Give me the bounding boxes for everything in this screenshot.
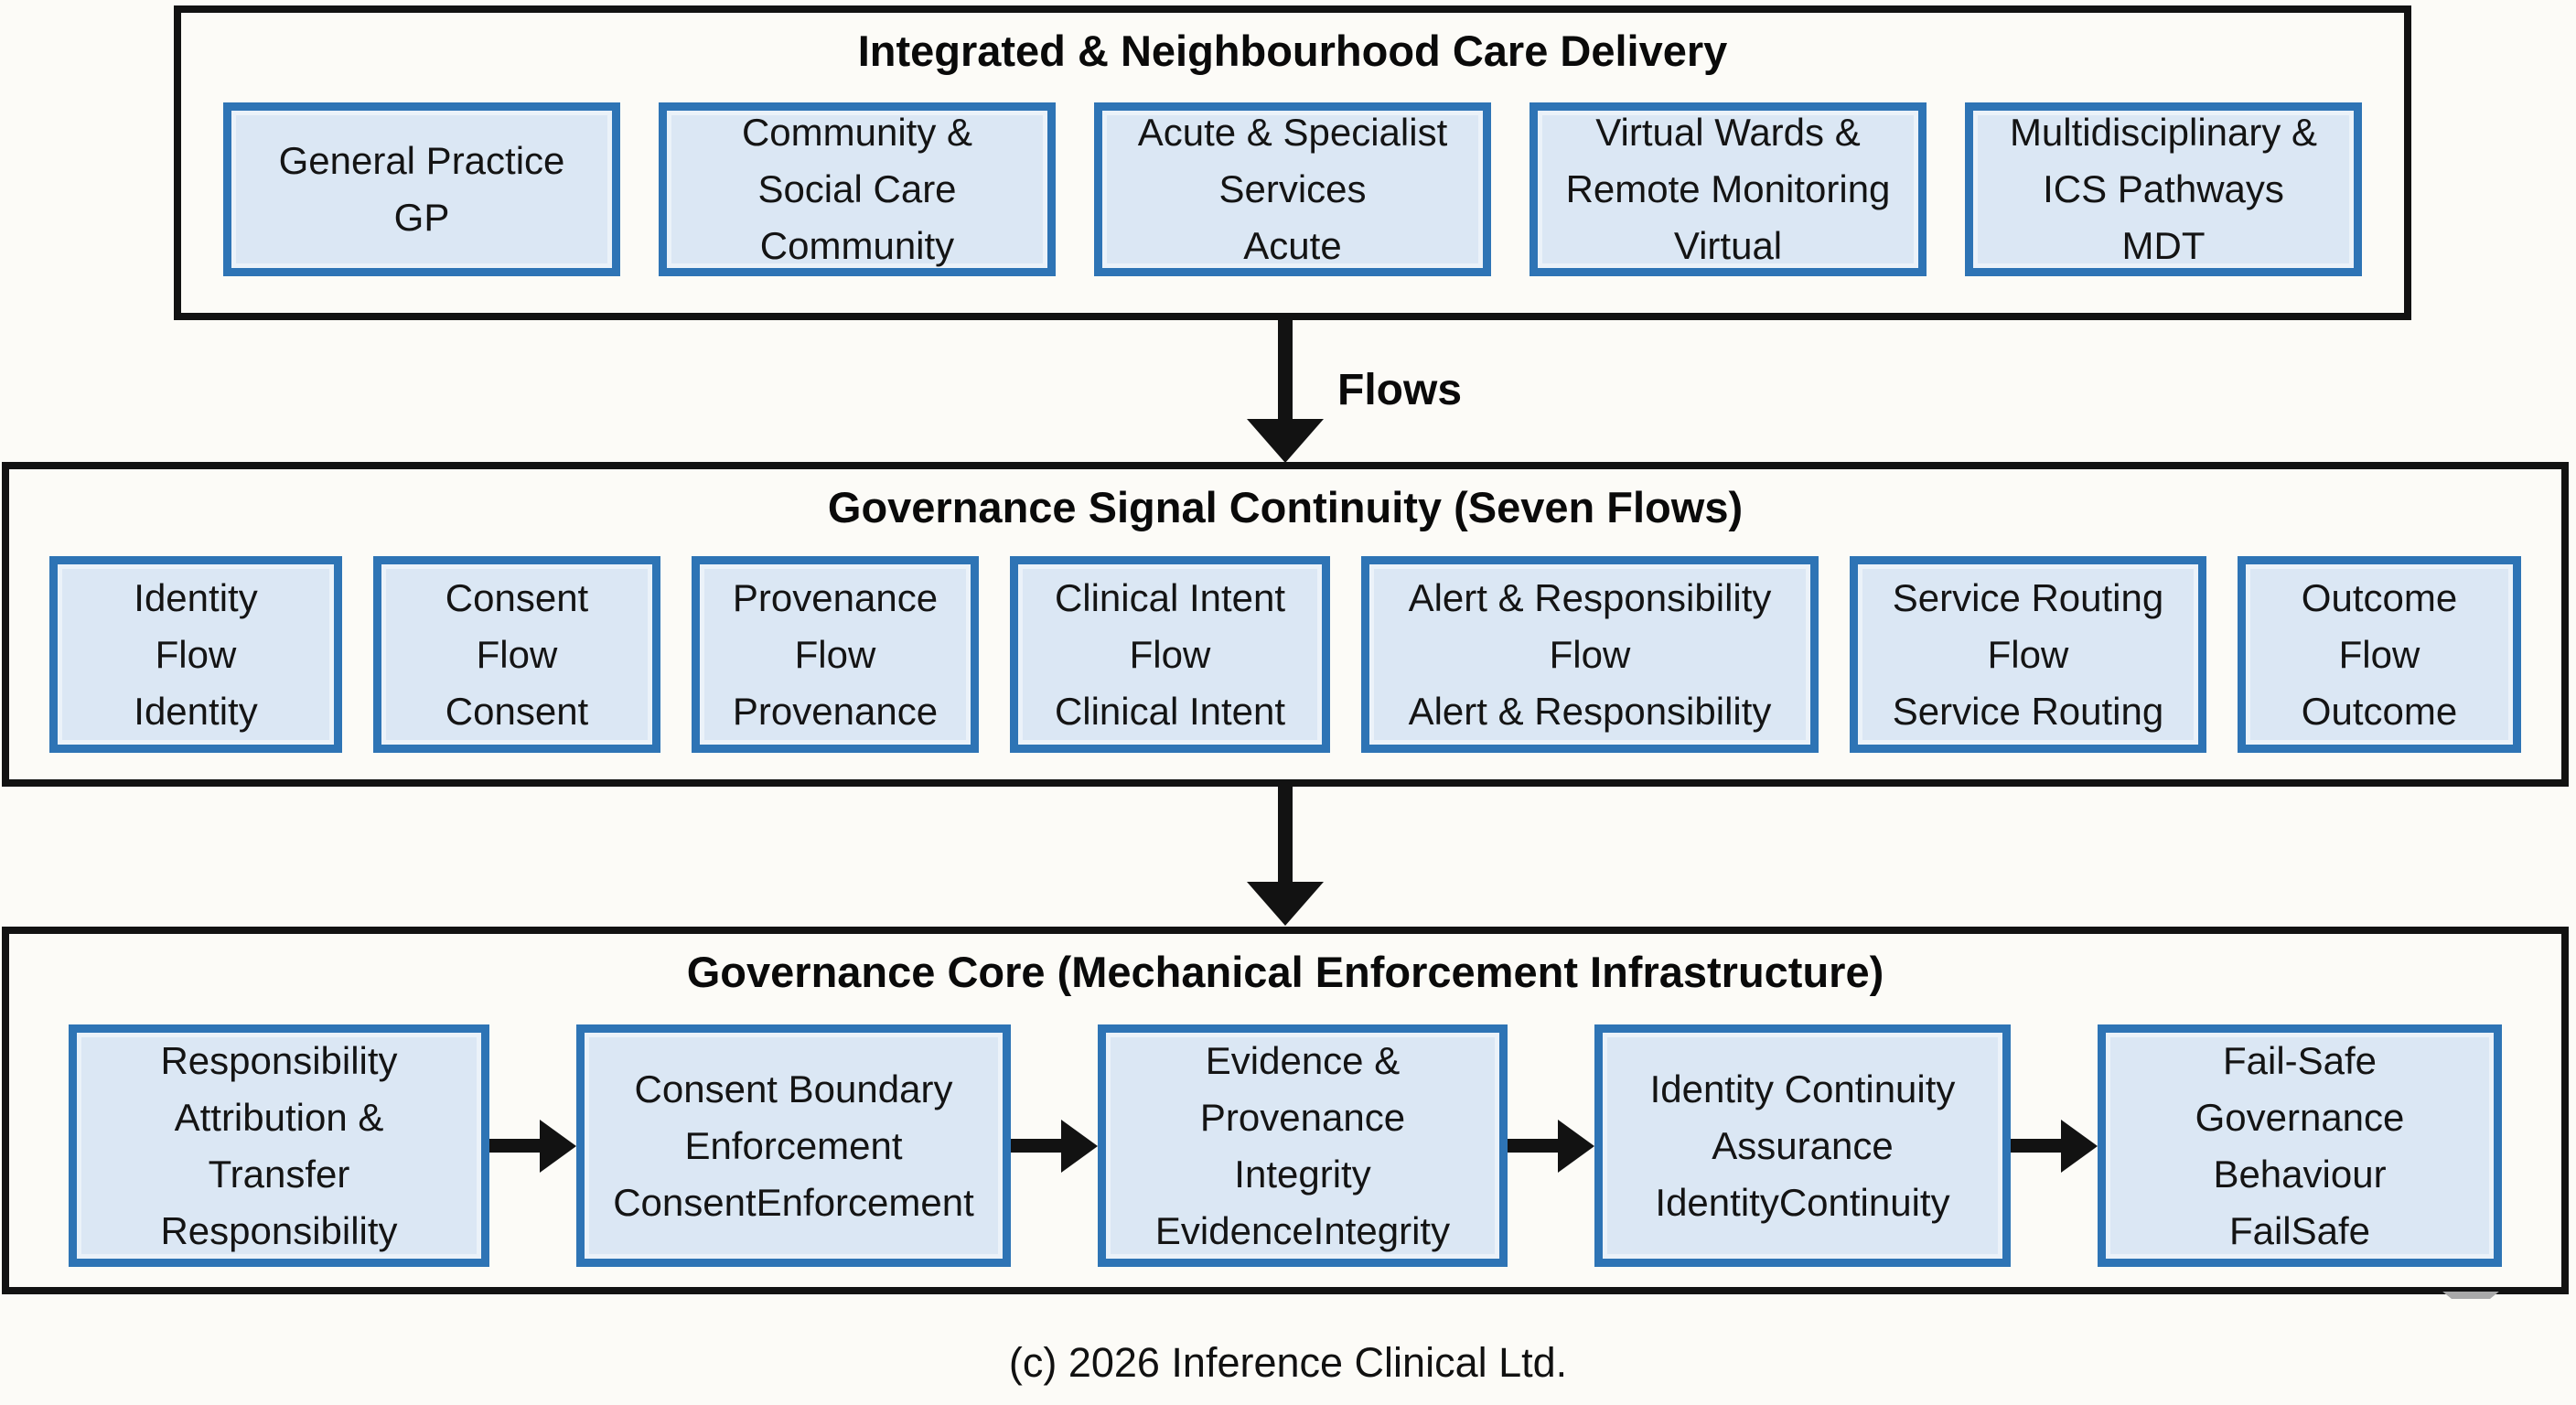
signal-continuity-row: Identity Flow Identity Consent Flow Cons… (9, 556, 2561, 753)
section-title: Governance Core (Mechanical Enforcement … (686, 948, 1884, 996)
box-line: Service Routing (1892, 575, 2164, 619)
box-line: Transfer (208, 1152, 350, 1196)
down-arrow-head (1247, 882, 1324, 926)
box-line: Consent Boundary (634, 1067, 953, 1110)
box-line: Acute (1243, 224, 1342, 267)
box-consent-flow: Consent Flow Consent (373, 556, 660, 753)
right-arrow (489, 1119, 576, 1173)
box-line: Community & (741, 111, 973, 154)
box-line: Virtual (1673, 224, 1783, 267)
box-clinical-intent-flow: Clinical Intent Flow Clinical Intent (1010, 556, 1330, 753)
flows-arrow-label: Flows (1337, 366, 1463, 414)
box-line: Identity (134, 575, 258, 619)
box-line: FailSafe (2228, 1208, 2371, 1252)
box-line: EvidenceIntegrity (1154, 1208, 1451, 1252)
box-line: Governance (2195, 1095, 2405, 1139)
box-identity-flow: Identity Flow Identity (49, 556, 342, 753)
box-line: Consent (445, 575, 589, 619)
box-line: Alert & Responsibility (1408, 575, 1772, 619)
box-provenance-flow: Provenance Flow Provenance (692, 556, 979, 753)
box-line: Flow (1987, 632, 2069, 676)
section-signal-continuity: Governance Signal Continuity (Seven Flow… (2, 462, 2569, 787)
box-responsibility-attribution: Responsibility Attribution & Transfer Re… (69, 1024, 489, 1267)
box-line: Responsibility (160, 1208, 398, 1252)
box-line: IdentityContinuity (1655, 1180, 1950, 1224)
box-line: MDT (2121, 224, 2206, 267)
box-service-routing-flow: Service Routing Flow Service Routing (1850, 556, 2206, 753)
copyright-text: (c) 2026 Inference Clinical Ltd. (1008, 1339, 1568, 1386)
down-arrow-flows (1278, 320, 1293, 421)
right-arrow-shaft (2011, 1139, 2061, 1153)
watermark-artifact (2442, 1292, 2499, 1299)
box-line: Flow (476, 632, 558, 676)
box-line: Provenance (732, 689, 939, 733)
governance-core-row: Responsibility Attribution & Transfer Re… (9, 1024, 2561, 1267)
right-arrow (1011, 1119, 1098, 1173)
section-care-delivery: Integrated & Neighbourhood Care Delivery… (174, 5, 2411, 320)
box-line: ConsentEnforcement (613, 1180, 974, 1224)
box-evidence-integrity: Evidence & Provenance Integrity Evidence… (1098, 1024, 1508, 1267)
right-arrow-head (1061, 1119, 1098, 1173)
box-line: Consent (445, 689, 589, 733)
box-identity-continuity: Identity Continuity Assurance IdentityCo… (1594, 1024, 2011, 1267)
box-line: Integrity (1234, 1152, 1371, 1196)
box-mdt-ics-pathways: Multidisciplinary & ICS Pathways MDT (1965, 102, 2362, 276)
box-line: Service Routing (1892, 689, 2164, 733)
right-arrow (2011, 1119, 2098, 1173)
box-line: Assurance (1712, 1123, 1894, 1167)
box-line: General Practice (278, 139, 565, 182)
box-line: ICS Pathways (2043, 167, 2284, 210)
box-line: Flow (155, 632, 237, 676)
box-community-social-care: Community & Social Care Community (659, 102, 1056, 276)
box-consent-enforcement: Consent Boundary Enforcement ConsentEnfo… (576, 1024, 1011, 1267)
box-outcome-flow: Outcome Flow Outcome (2238, 556, 2521, 753)
box-line: Identity Continuity (1649, 1067, 1956, 1110)
box-line: Flow (2338, 632, 2420, 676)
box-line: Outcome (2301, 575, 2458, 619)
right-arrow-shaft (1011, 1139, 1061, 1153)
box-line: Flow (794, 632, 876, 676)
box-fail-safe: Fail-Safe Governance Behaviour FailSafe (2098, 1024, 2502, 1267)
box-line: Alert & Responsibility (1408, 689, 1772, 733)
down-arrow-flows-head (1247, 419, 1324, 463)
right-arrow-head (540, 1119, 576, 1173)
right-arrow-head (2061, 1119, 2098, 1173)
right-arrow-shaft (1508, 1139, 1558, 1153)
box-line: Social Care (757, 167, 957, 210)
right-arrow-head (1558, 1119, 1594, 1173)
box-alert-responsibility-flow: Alert & Responsibility Flow Alert & Resp… (1361, 556, 1819, 753)
box-line: Provenance (732, 575, 939, 619)
section-title: Governance Signal Continuity (Seven Flow… (827, 483, 1744, 531)
box-line: Acute & Specialist (1137, 111, 1448, 154)
box-line: Clinical Intent (1054, 575, 1286, 619)
box-acute-specialist: Acute & Specialist Services Acute (1094, 102, 1491, 276)
box-line: Attribution & (174, 1095, 384, 1139)
care-delivery-row: General Practice GP Community & Social C… (181, 102, 2404, 276)
right-arrow (1508, 1119, 1594, 1173)
box-line: Fail-Safe (2222, 1038, 2377, 1082)
box-line: Behaviour (2213, 1152, 2387, 1196)
box-line: GP (393, 196, 450, 239)
box-line: Enforcement (684, 1123, 903, 1167)
box-line: Responsibility (160, 1038, 398, 1082)
section-title: Integrated & Neighbourhood Care Delivery (857, 27, 1728, 75)
box-line: Multidisciplinary & (2009, 111, 2318, 154)
box-general-practice: General Practice GP (223, 102, 620, 276)
box-line: Virtual Wards & (1595, 111, 1861, 154)
down-arrow (1278, 787, 1293, 884)
box-line: Services (1218, 167, 1367, 210)
box-line: Clinical Intent (1054, 689, 1286, 733)
section-governance-core: Governance Core (Mechanical Enforcement … (2, 927, 2569, 1294)
box-line: Provenance (1199, 1095, 1406, 1139)
box-line: Community (759, 224, 955, 267)
box-line: Evidence & (1205, 1038, 1401, 1082)
box-line: Outcome (2301, 689, 2458, 733)
box-line: Flow (1549, 632, 1631, 676)
box-line: Identity (134, 689, 258, 733)
box-line: Flow (1129, 632, 1211, 676)
box-line: Remote Monitoring (1565, 167, 1891, 210)
box-virtual-wards: Virtual Wards & Remote Monitoring Virtua… (1530, 102, 1927, 276)
right-arrow-shaft (489, 1139, 540, 1153)
